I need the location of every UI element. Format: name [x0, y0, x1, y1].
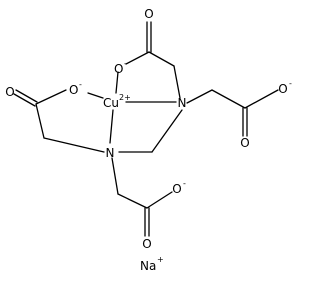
bond-left-c-ch2: [35, 103, 45, 139]
bond-n-right-ch2-bridge: [151, 109, 183, 153]
atom-o-left-anion: O: [69, 83, 78, 97]
counterion-na: Na: [140, 259, 156, 273]
atom-o-right-anion: O: [278, 82, 287, 96]
atom-o-right-carbonyl: O: [240, 136, 249, 150]
bond-cu-o-top: [115, 71, 119, 94]
bond-cu-n-left: [109, 109, 114, 144]
bond-top-c-o-anion: [125, 51, 150, 65]
bond-cu-o-left: [87, 92, 104, 99]
bond-top-c-ch2: [148, 51, 175, 67]
bond-left-carbonyl-double-a: [15, 89, 38, 103]
charge-o-bottom-anion: -: [183, 179, 186, 188]
bond-top-ch2-n: [173, 65, 181, 99]
charge-o-top-anion: -: [124, 59, 127, 68]
atom-n-right: N: [178, 96, 187, 110]
charge-o-right-anion: -: [289, 79, 292, 88]
atom-labels: O O - O O - Cu 2+ N N O - O O - O: [5, 7, 292, 251]
chemical-structure: O O - O O - Cu 2+ N N O - O O - O Na +: [5, 7, 292, 273]
bond-bottom-ch2-c: [117, 193, 148, 209]
bond-left-ch2-n: [43, 137, 105, 153]
bond-left-carbonyl-double-b: [13, 93, 36, 107]
atom-cu: Cu: [103, 96, 119, 110]
counterion-charge: +: [157, 255, 164, 264]
bond-bottom-c-o-anion: [146, 191, 173, 209]
bond-left-c-o-anion: [35, 89, 67, 105]
atom-o-left-carbonyl: O: [5, 85, 14, 99]
bond-n-right-ch2: [186, 89, 213, 104]
atom-n-left: N: [106, 146, 115, 160]
bonds: [13, 21, 279, 237]
atom-o-bottom-carbonyl: O: [142, 237, 151, 251]
charge-cu: 2+: [119, 93, 131, 102]
bond-right-ch2-c: [211, 89, 246, 109]
charge-o-left-anion: -: [79, 80, 82, 89]
bond-right-c-o-anion: [244, 89, 279, 109]
counterion: Na +: [140, 255, 164, 273]
atom-o-bottom-anion: O: [172, 182, 181, 196]
atom-o-top-anion: O: [114, 62, 123, 76]
bond-n-left-ch2: [111, 157, 119, 195]
atom-o-top-carbonyl: O: [144, 7, 153, 21]
